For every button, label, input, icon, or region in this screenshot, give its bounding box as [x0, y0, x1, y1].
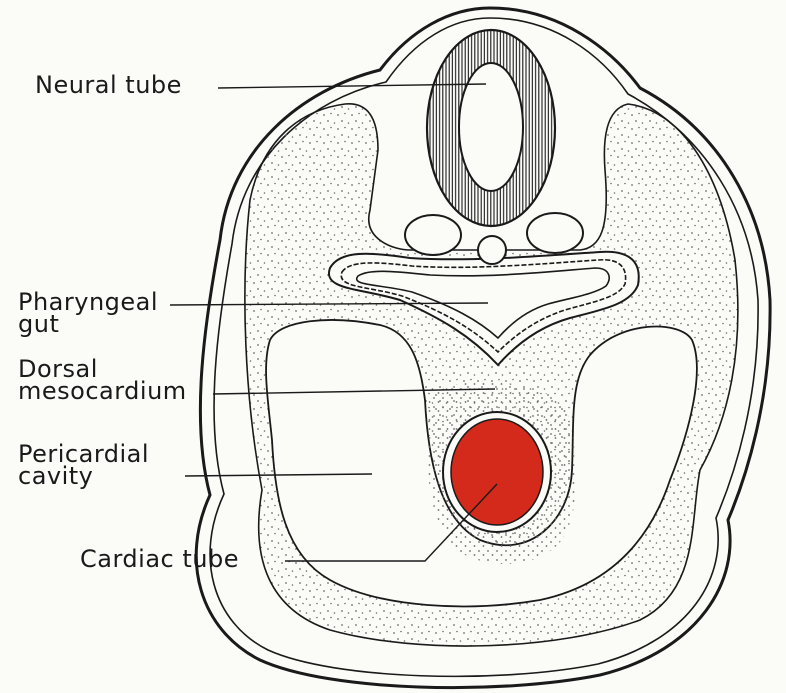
dorsal-mesocardium-label: Dorsal mesocardium	[18, 358, 187, 402]
dorsal-mesocardium-label-line2: mesocardium	[18, 380, 187, 402]
neural-tube-label: Neural tube	[35, 74, 182, 96]
pharyngeal-gut-label: Pharyngeal gut	[18, 291, 158, 335]
cardiac-tube	[451, 419, 543, 525]
cardiac-tube-label: Cardiac tube	[80, 548, 239, 570]
notochord	[478, 236, 506, 264]
neural-canal	[459, 63, 523, 191]
pericardial-cavity-label: Pericardial cavity	[18, 443, 149, 487]
pericardial-cavity-label-line2: cavity	[18, 465, 149, 487]
left-dorsal-aorta	[405, 215, 461, 255]
neural-tube-label-text: Neural tube	[35, 74, 182, 96]
pharyngeal-gut-label-line2: gut	[18, 313, 158, 335]
right-dorsal-aorta	[527, 213, 583, 253]
cardiac-tube-label-text: Cardiac tube	[80, 548, 239, 570]
